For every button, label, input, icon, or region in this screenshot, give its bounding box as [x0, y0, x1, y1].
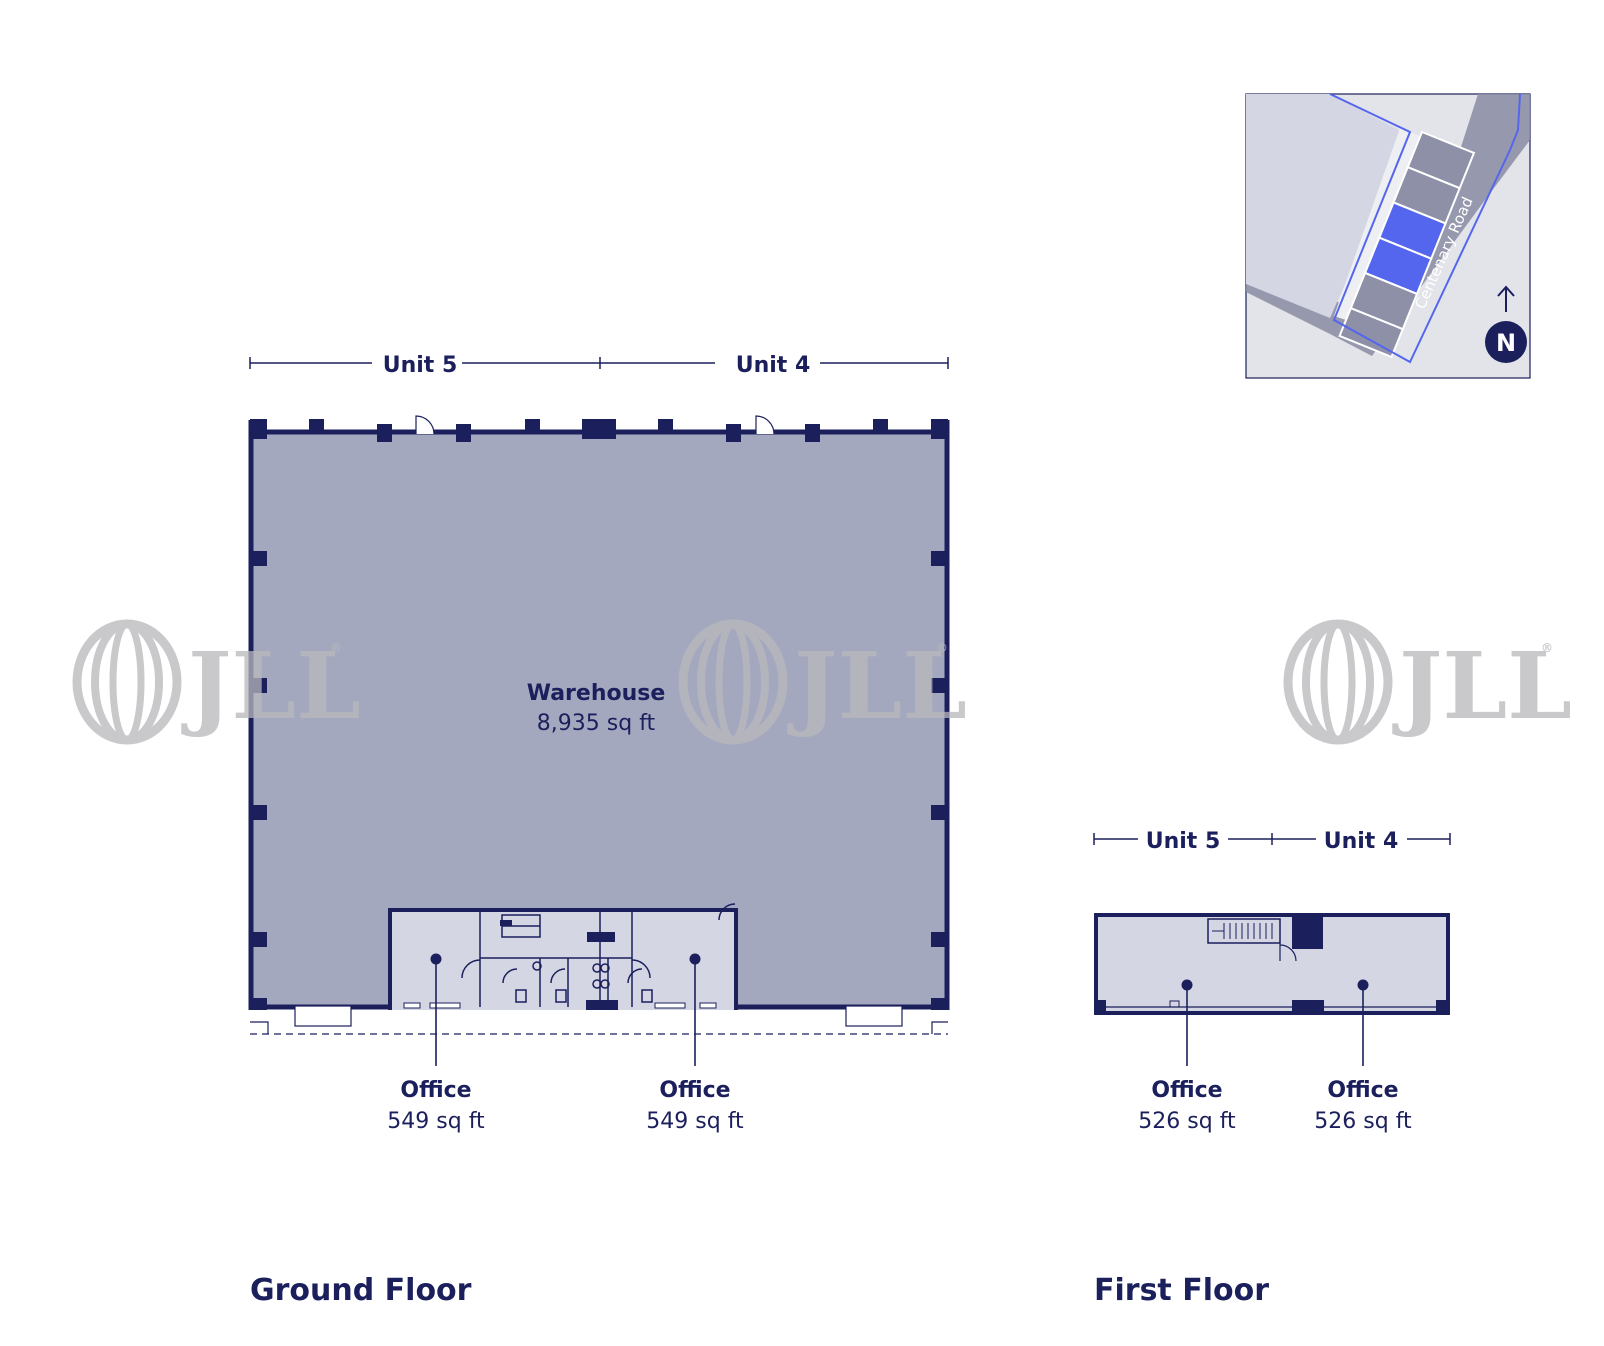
north-label: N — [1496, 329, 1516, 357]
first-office-right-name: Office — [1327, 1078, 1398, 1103]
ground-office-block — [388, 903, 738, 1066]
first-dimension-line — [1093, 833, 1451, 845]
watermark-reg-center: ® — [936, 641, 948, 655]
first-floor-plan: Unit 5 Unit 4 — [1093, 829, 1451, 1308]
watermark-text-center: JLL — [787, 632, 967, 740]
first-unit4-label: Unit 4 — [1324, 829, 1399, 854]
location-map: Centenary Road N — [1245, 93, 1531, 379]
first-office-left-area: 526 sq ft — [1138, 1109, 1236, 1134]
watermark-text-right: JLL — [1392, 632, 1572, 740]
ground-dimension-line — [249, 357, 949, 369]
first-office-left-name: Office — [1151, 1078, 1222, 1103]
watermark-reg-right: ® — [1541, 641, 1553, 655]
warehouse-name: Warehouse — [527, 681, 666, 706]
ground-apron — [250, 1005, 948, 1035]
first-office-right-area: 526 sq ft — [1314, 1109, 1412, 1134]
ground-columns — [250, 419, 948, 1010]
ground-floor-title: Ground Floor — [250, 1273, 472, 1308]
jll-watermark: JLL ® JLL ® JLL ® — [72, 619, 1572, 745]
ground-doors — [415, 415, 775, 435]
first-floor-title: First Floor — [1094, 1273, 1269, 1308]
ground-office-right-name: Office — [659, 1078, 730, 1103]
ground-office-right-area: 549 sq ft — [646, 1109, 744, 1134]
watermark-text-left: JLL — [181, 632, 361, 740]
first-floor-stairs — [1212, 923, 1273, 939]
north-arrow-icon: N — [1485, 285, 1527, 363]
first-unit5-label: Unit 5 — [1146, 829, 1221, 854]
ground-office-left-area: 549 sq ft — [387, 1109, 485, 1134]
ground-unit4-label: Unit 4 — [736, 353, 811, 378]
ground-floor-plan: Unit 5 Unit 4 — [248, 353, 950, 1308]
watermark-reg-left: ® — [330, 641, 342, 655]
ground-unit5-label: Unit 5 — [383, 353, 458, 378]
jll-logo-icon — [72, 619, 182, 745]
jll-logo-icon — [678, 619, 788, 745]
warehouse-area-label: 8,935 sq ft — [537, 711, 656, 736]
ground-office-left-name: Office — [400, 1078, 471, 1103]
jll-logo-icon — [1283, 619, 1393, 745]
